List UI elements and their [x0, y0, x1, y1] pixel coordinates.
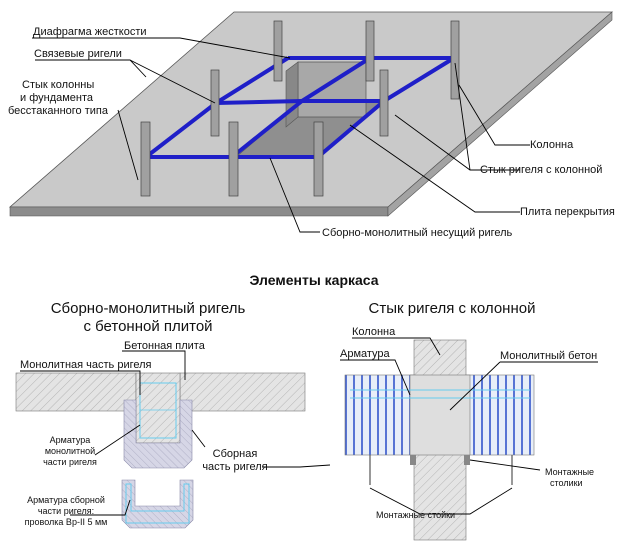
label-column: Колонна [530, 139, 574, 151]
label-rebar-monolithic-1: Арматура [50, 435, 91, 445]
label-tie-beams: Связевые ригели [34, 48, 122, 60]
label-rebar-precast-2: части ригеля: [38, 506, 94, 516]
left-leaders [20, 350, 331, 516]
joint-section [344, 339, 535, 541]
right-leaders [340, 337, 598, 515]
stiffening-diaphragm [297, 61, 367, 118]
label-mounting-posts: Монтажные стойки [376, 510, 455, 520]
precast-part-shape [121, 479, 194, 529]
left-detail-title-2: с бетонной плитой [83, 318, 212, 335]
label-monolithic-part: Монолитная часть ригеля [20, 359, 152, 371]
section-title: Элементы каркаса [249, 272, 378, 288]
label-mounting-tables-2: столики [550, 478, 583, 488]
beam-section [15, 372, 306, 469]
label-precast-part-1: Сборная [213, 448, 258, 460]
label-rebar: Арматура [340, 348, 391, 360]
label-rebar-monolithic-3: части ригеля [43, 457, 97, 467]
label-rebar-precast-1: Арматура сборной [27, 495, 105, 505]
label-rebar-precast-3: проволка Вр-II 5 мм [25, 517, 108, 527]
label-precast-part-2: часть ригеля [202, 461, 267, 473]
label-rebar-monolithic-2: монолитной [45, 446, 95, 456]
label-mounting-tables-1: Монтажные [545, 467, 594, 477]
label-beam-column-joint: Стык ригеля с колонной [480, 164, 602, 176]
label-monolithic-concrete: Монолитный бетон [500, 350, 597, 362]
label-concrete-slab: Бетонная плита [124, 340, 206, 352]
label-column-foundation-3: бесстаканного типа [8, 105, 109, 117]
label-column-foundation-1: Стык колонны [22, 79, 94, 91]
right-detail-title: Стык ригеля с колонной [369, 300, 536, 317]
label-joint-column: Колонна [352, 326, 396, 338]
label-column-foundation-2: и фундамента [20, 92, 94, 104]
label-floor-slab: Плита перекрытия [520, 206, 615, 218]
label-diaphragm: Диафрагма жесткости [33, 26, 147, 38]
label-precast-monolithic-beam: Сборно-монолитный несущий ригель [322, 227, 513, 239]
left-detail-title-1: Сборно-монолитный ригель [51, 300, 246, 317]
top-leaders [32, 37, 530, 233]
